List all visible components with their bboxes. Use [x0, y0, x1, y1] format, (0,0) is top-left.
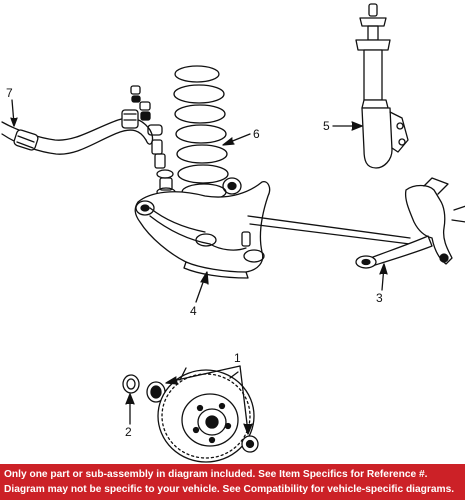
- callout-3: 3: [376, 263, 388, 305]
- stabilizer-bar: [1, 109, 154, 155]
- steering-knuckle: [404, 177, 465, 265]
- callout-5: 5: [323, 119, 363, 133]
- svg-text:4: 4: [190, 304, 197, 318]
- svg-text:3: 3: [376, 291, 383, 305]
- disclaimer-banner: Only one part or sub-assembly in diagram…: [0, 464, 465, 500]
- svg-text:7: 7: [6, 86, 13, 100]
- callout-2: 2: [125, 393, 135, 439]
- lower-control-arm: [134, 177, 271, 279]
- suspension-parts-diagram: 7 6: [1, 3, 465, 463]
- svg-text:2: 2: [125, 425, 132, 439]
- strut-assembly: [355, 3, 409, 169]
- wheel-bearing-seal: [122, 374, 166, 403]
- svg-text:1: 1: [234, 351, 241, 365]
- coil-spring: [173, 65, 229, 201]
- callout-6: 6: [222, 127, 260, 146]
- disclaimer-line-2: Diagram may not be specific to your vehi…: [4, 484, 455, 495]
- brake-rotor-hub: [157, 367, 259, 463]
- svg-text:6: 6: [253, 127, 260, 141]
- callout-4: 4: [190, 271, 209, 318]
- callout-7: 7: [6, 86, 18, 127]
- callout-1: 1: [165, 351, 253, 435]
- disclaimer-line-1: Only one part or sub-assembly in diagram…: [4, 469, 428, 480]
- tension-strut: [247, 215, 433, 269]
- svg-text:5: 5: [323, 119, 330, 133]
